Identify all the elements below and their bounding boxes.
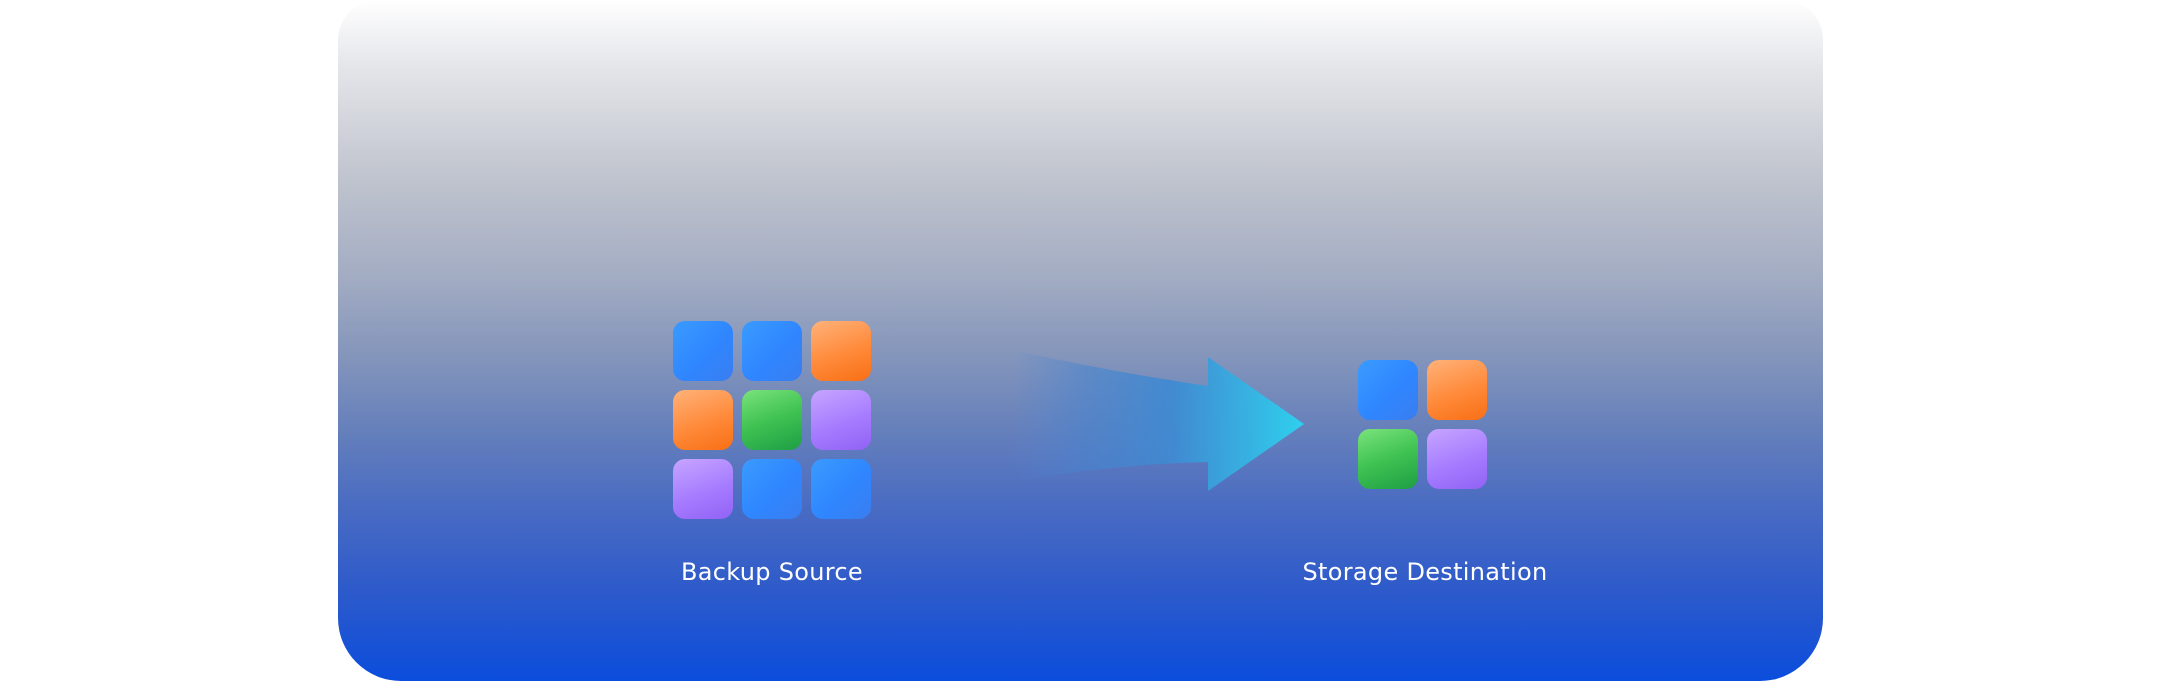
source-tile — [811, 390, 871, 450]
source-tile — [673, 459, 733, 519]
storage-destination-label: Storage Destination — [1302, 558, 1548, 586]
backup-source-label: Backup Source — [681, 558, 863, 586]
source-tile — [811, 321, 871, 381]
destination-tile — [1358, 360, 1418, 420]
destination-tile — [1358, 429, 1418, 489]
source-tile — [673, 390, 733, 450]
source-tile — [742, 321, 802, 381]
source-tile — [742, 390, 802, 450]
arrow-right-icon — [1012, 350, 1304, 491]
source-tile — [742, 459, 802, 519]
destination-tile — [1427, 360, 1487, 420]
destination-tile — [1427, 429, 1487, 489]
diagram-panel: Backup Source Storage Destination — [338, 0, 1823, 681]
source-tile — [673, 321, 733, 381]
source-tile — [811, 459, 871, 519]
